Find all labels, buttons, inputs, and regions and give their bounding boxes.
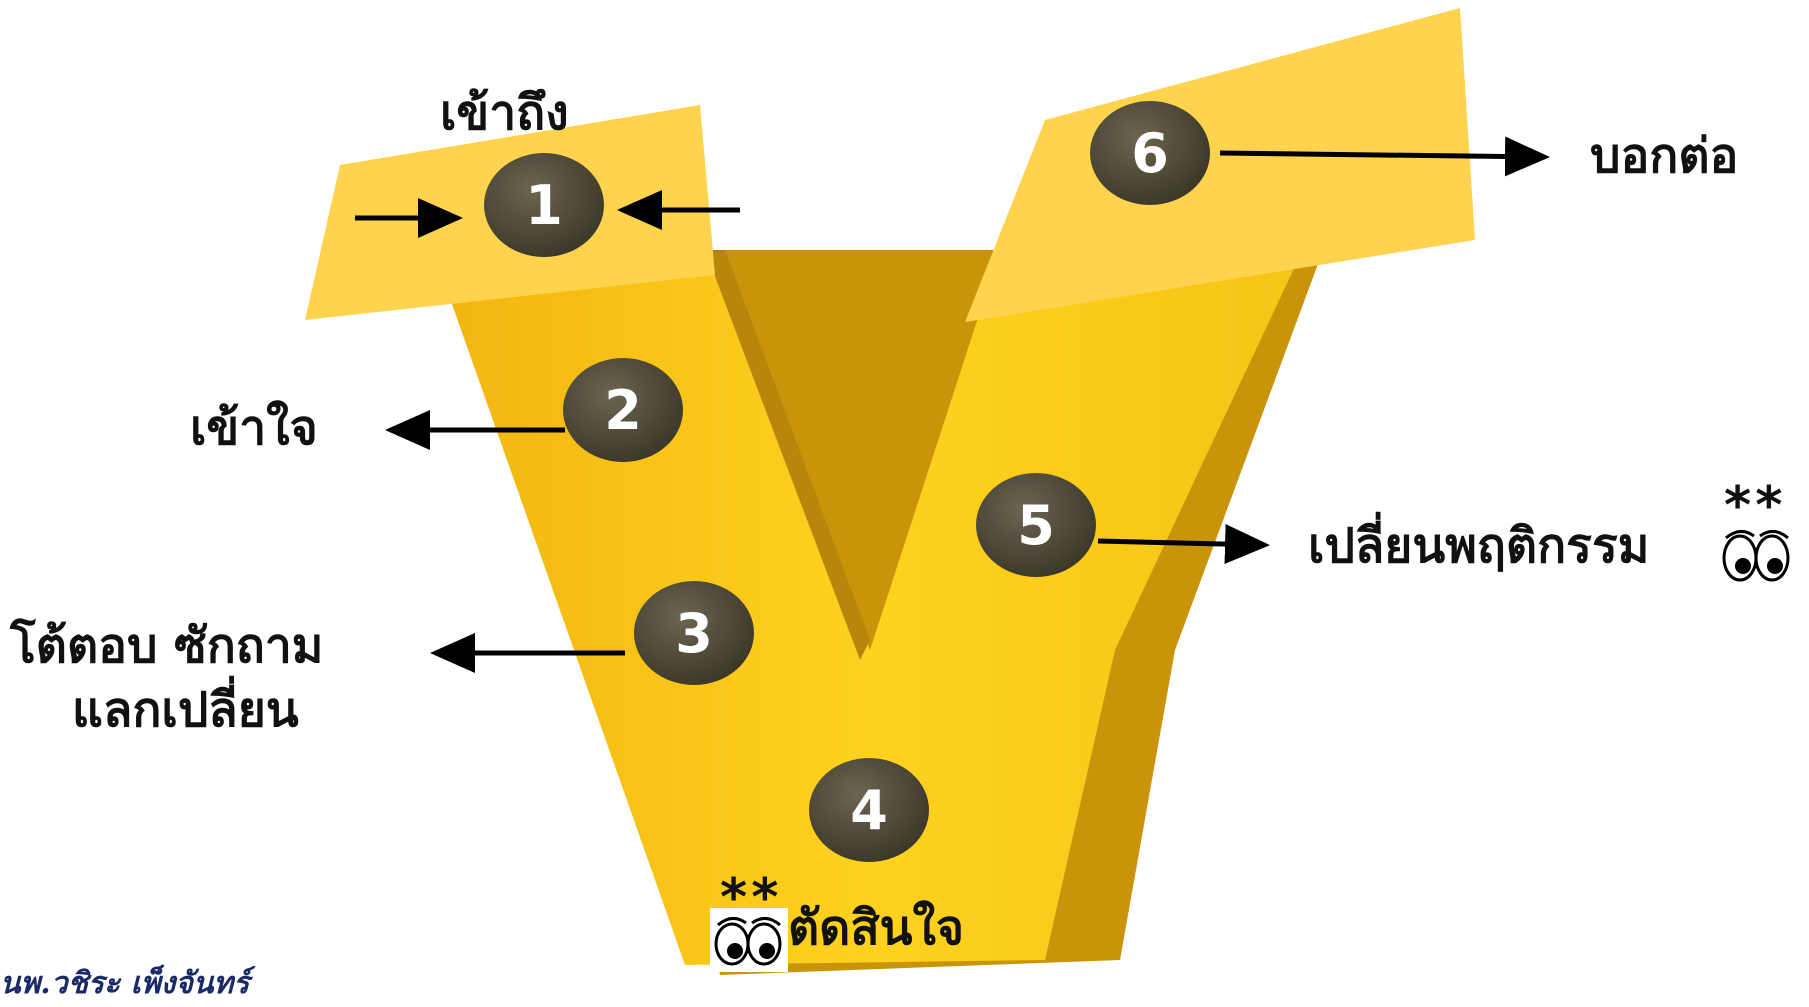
author-credit: นพ.วชิระ เพ็งจันทร์ <box>0 966 250 1001</box>
step-6-circle: 6 <box>1090 101 1210 205</box>
step-2-circle: 2 <box>563 358 683 462</box>
step-1-circle: 1 <box>484 153 604 257</box>
step-1-label: เข้าถึง <box>440 85 569 141</box>
eyes-icon <box>710 908 788 972</box>
step-4-number: 4 <box>850 779 888 842</box>
step-6-number: 6 <box>1131 122 1169 185</box>
step-4-circle: 4 <box>809 758 929 862</box>
emphasis-mark-4: ** <box>718 868 781 928</box>
arrow-5 <box>1097 524 1270 565</box>
step-6-label: บอกต่อ <box>1590 128 1739 184</box>
step-3-label-line1: โต้ตอบ ซักถาม <box>10 618 324 674</box>
step-3-label-line2: แลกเปลี่ยน <box>72 682 299 738</box>
step-5-number: 5 <box>1017 494 1055 557</box>
eyes-icon <box>1718 520 1796 590</box>
step-3-circle: 3 <box>634 581 754 685</box>
step-5-label: เปลี่ยนพฤติกรรม <box>1308 518 1650 574</box>
step-2-number: 2 <box>604 379 642 442</box>
step-2-label: เข้าใจ <box>190 400 318 456</box>
step-5-circle: 5 <box>976 473 1096 577</box>
step-1-number: 1 <box>525 174 563 237</box>
right-cap <box>965 8 1475 322</box>
step-3-number: 3 <box>675 602 713 665</box>
v-notch <box>705 250 870 660</box>
arrow-6 <box>1219 136 1550 177</box>
step-4-label: ตัดสินใจ <box>788 900 965 956</box>
emphasis-mark-5: ** <box>1722 476 1785 536</box>
